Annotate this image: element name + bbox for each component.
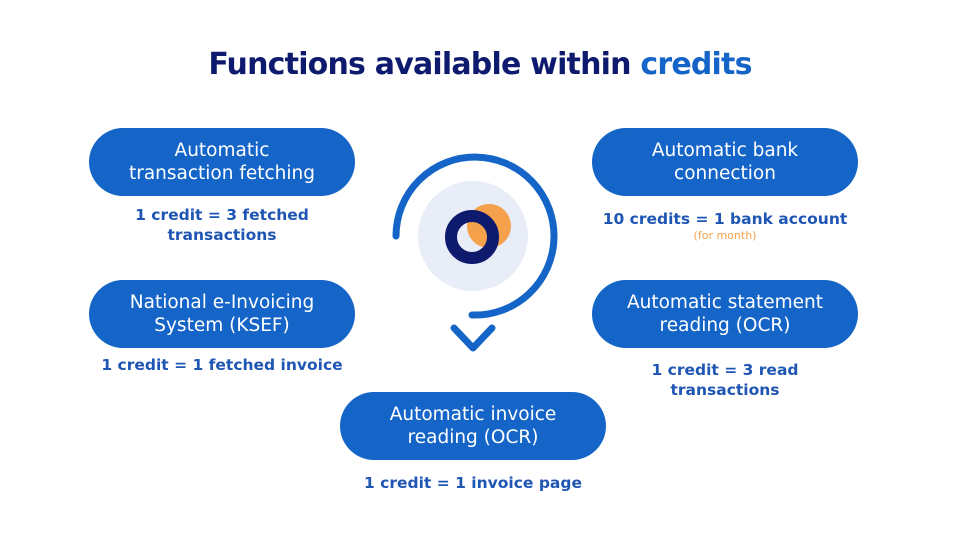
app-logo-icon: [445, 204, 511, 264]
function-bank-connection: Automatic bank connection: [592, 128, 858, 196]
function-invoice-ocr: Automatic invoice reading (OCR): [340, 392, 606, 460]
cost-line2: transactions: [167, 226, 277, 244]
title-accent: credits: [640, 47, 752, 82]
function-name-line1: Automatic: [174, 140, 270, 161]
cost-line1: 1 credit = 3 read: [651, 361, 799, 379]
cycle-graphic: [392, 153, 558, 352]
function-name-line2: reading (OCR): [407, 427, 539, 448]
function-name-line1: Automatic statement: [626, 292, 823, 313]
circular-arrow-icon: [392, 153, 558, 319]
cost-line1: 1 credit = 3 fetched: [135, 206, 309, 224]
function-name-line1: National e-Invoicing: [129, 292, 315, 313]
cost-line1: 1 credit = 1 invoice page: [364, 474, 582, 492]
cost-statement-ocr: 1 credit = 3 read transactions: [595, 360, 855, 400]
function-transaction-fetching: Automatic transaction fetching: [89, 128, 355, 196]
function-name-line2: transaction fetching: [128, 163, 316, 184]
cost-line1: 10 credits = 1 bank account: [602, 210, 848, 228]
cost-invoice-ocr: 1 credit = 1 invoice page: [343, 473, 603, 493]
cost-bank-connection: 10 credits = 1 bank account (for month): [590, 209, 860, 242]
title-main: Functions available within: [208, 47, 641, 82]
function-name-line2: System (KSEF): [154, 315, 290, 336]
page-title: Functions available within credits: [0, 47, 960, 82]
function-name-line1: Automatic invoice: [389, 404, 557, 425]
arrow-head-icon: [450, 324, 496, 352]
cost-line1: 1 credit = 1 fetched invoice: [101, 356, 343, 374]
function-name-line2: reading (OCR): [659, 315, 791, 336]
function-statement-ocr: Automatic statement reading (OCR): [592, 280, 858, 348]
function-name-line1: Automatic bank: [651, 140, 799, 161]
cost-ksef: 1 credit = 1 fetched invoice: [92, 355, 352, 375]
cost-note: (for month): [693, 229, 757, 242]
cost-transaction-fetching: 1 credit = 3 fetched transactions: [92, 205, 352, 245]
function-name-line2: connection: [674, 163, 776, 184]
function-ksef: National e-Invoicing System (KSEF): [89, 280, 355, 348]
cost-line2: transactions: [670, 381, 780, 399]
